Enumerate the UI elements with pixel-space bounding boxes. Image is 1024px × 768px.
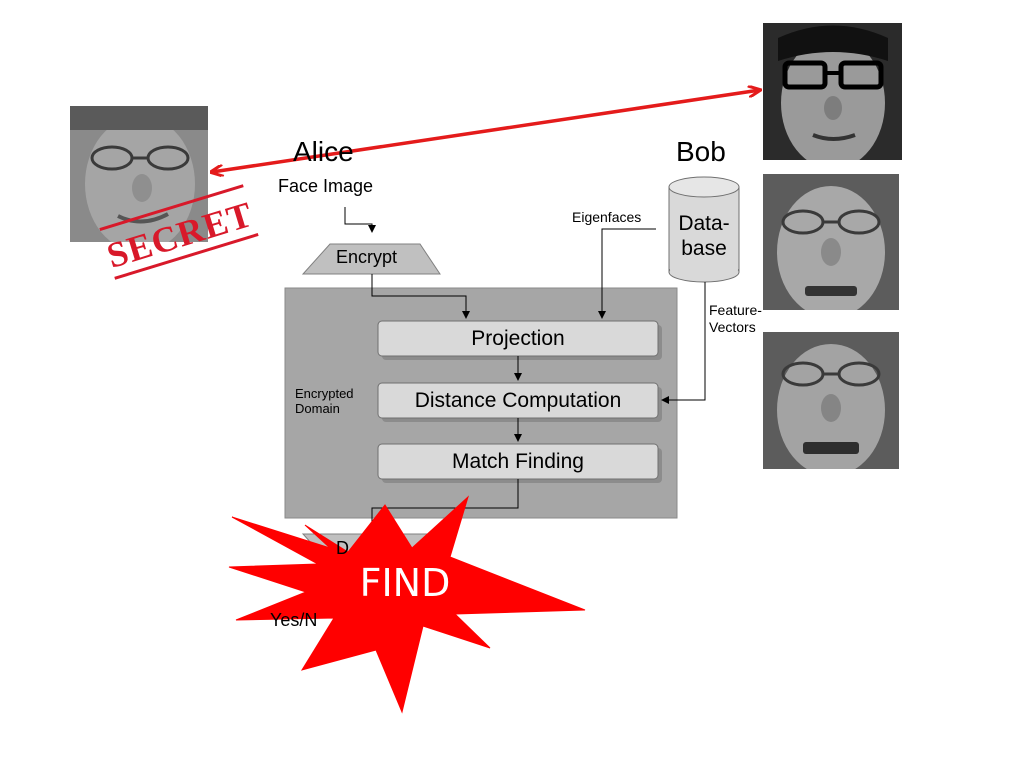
database-label: Data- base: [678, 212, 730, 260]
find-burst: [228, 495, 586, 714]
match-face-photo-2: [763, 174, 899, 310]
decrypt-label: D: [336, 538, 349, 558]
eigenfaces-arrow: [598, 228, 656, 319]
face-image-label: Face Image: [278, 176, 374, 196]
encrypt-to-projection-arrow: [371, 274, 470, 319]
match-face-photo-3: [763, 332, 899, 469]
encrypt-label: Encrypt: [336, 247, 398, 267]
find-label: FIND: [359, 561, 451, 605]
match-finding-label: Match Finding: [452, 450, 584, 473]
alice-label: Alice: [293, 136, 354, 167]
encrypt-block: [301, 243, 441, 275]
match-to-decrypt-line: [371, 479, 519, 530]
projection-label: Projection: [471, 327, 565, 350]
feature-vectors-label: Feature- Vectors: [709, 302, 762, 335]
bob-label: Bob: [676, 136, 726, 167]
match-link-arrow: [212, 90, 760, 172]
feature-vectors-arrow: [661, 282, 706, 404]
faceimage-to-encrypt-arrow: [344, 207, 376, 233]
encrypted-domain-label: Encrypted Domain: [295, 386, 354, 416]
result-label: Yes/N: [270, 610, 318, 630]
database-icon: [668, 176, 740, 283]
distance-computation-label: Distance Computation: [414, 389, 622, 412]
secret-face-photo: [70, 106, 208, 242]
match-face-photo-1: [763, 23, 902, 160]
eigenfaces-label: Eigenfaces: [572, 209, 642, 225]
